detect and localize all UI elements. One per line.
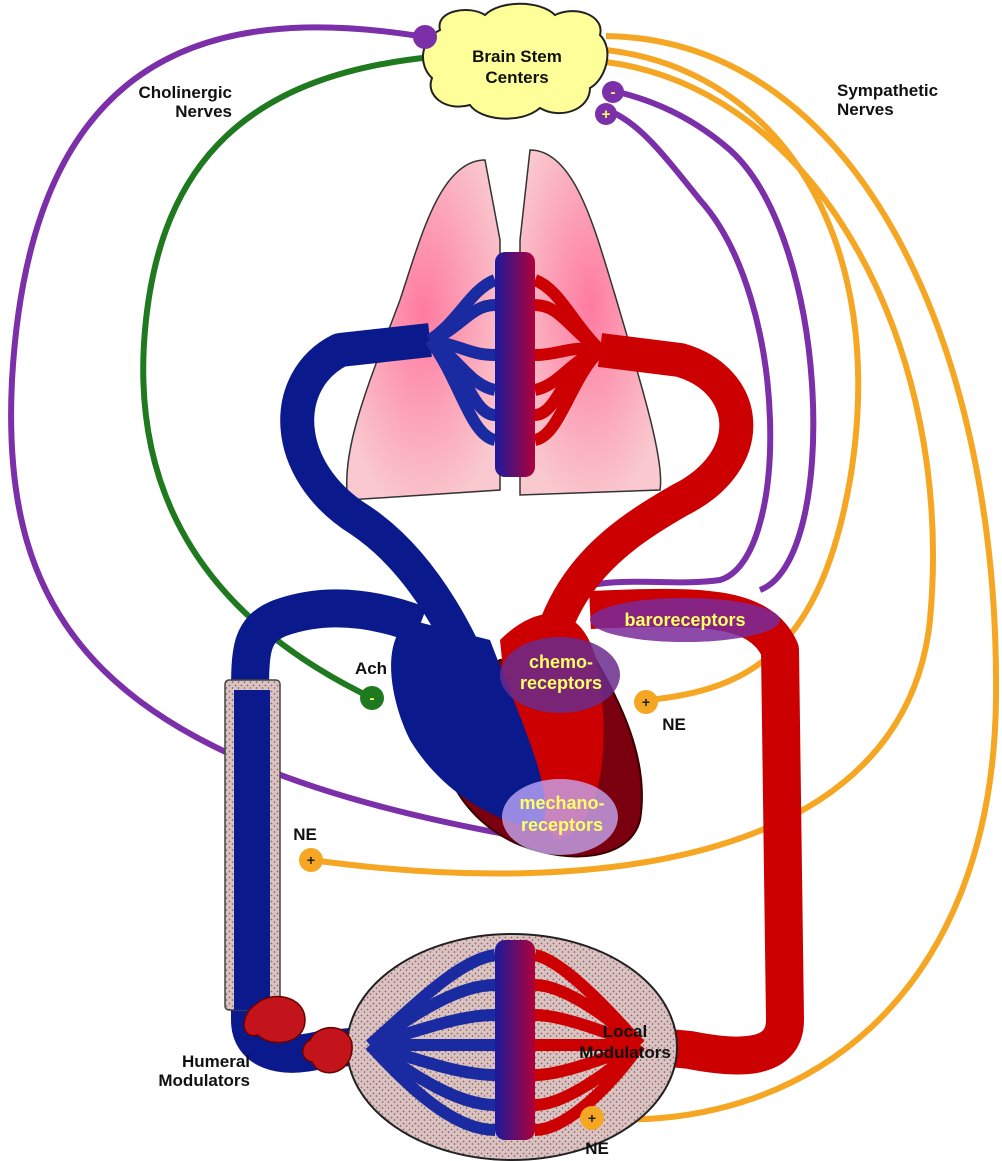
sympathetic-label-1: Sympathetic — [837, 81, 938, 100]
chemoreceptors-label-1: chemo- — [529, 652, 593, 672]
brain-stem-label-1: Brain Stem — [472, 47, 562, 66]
pulmonary-capillary-bed — [495, 252, 535, 477]
cholinergic-label-1: Cholinergic — [138, 83, 232, 102]
humeral-label-2: Modulators — [158, 1071, 250, 1090]
ne-heart-label: NE — [662, 715, 686, 734]
local-label-2: Modulators — [579, 1043, 671, 1062]
ach-minus-sign: - — [370, 690, 375, 707]
mechanoreceptors-label-2: receptors — [521, 815, 603, 835]
cholinergic-origin-dot — [413, 25, 437, 49]
cholinergic-label-2: Nerves — [175, 102, 232, 121]
chemoreceptors-label-2: receptors — [520, 673, 602, 693]
systemic-capillary-bed — [495, 940, 535, 1140]
sympathetic-label-2: Nerves — [837, 100, 894, 119]
brain-stem-label-2: Centers — [485, 68, 548, 87]
brain-minus-sign: - — [611, 84, 616, 101]
baroreceptors-label: baroreceptors — [624, 610, 745, 630]
ne-heart-plus-sign: + — [642, 694, 650, 710]
humeral-label-1: Humeral — [182, 1052, 250, 1071]
ne-vessel-label: NE — [293, 825, 317, 844]
local-label-1: Local — [603, 1022, 647, 1041]
ne-vessel-plus-sign: + — [307, 852, 315, 868]
ach-label: Ach — [355, 659, 387, 678]
ne-bottom-label: NE — [585, 1139, 609, 1158]
mechanoreceptors-label-1: mechano- — [519, 793, 604, 813]
brain-plus-sign: + — [602, 106, 611, 123]
ne-bottom-plus-sign: + — [588, 1110, 596, 1126]
